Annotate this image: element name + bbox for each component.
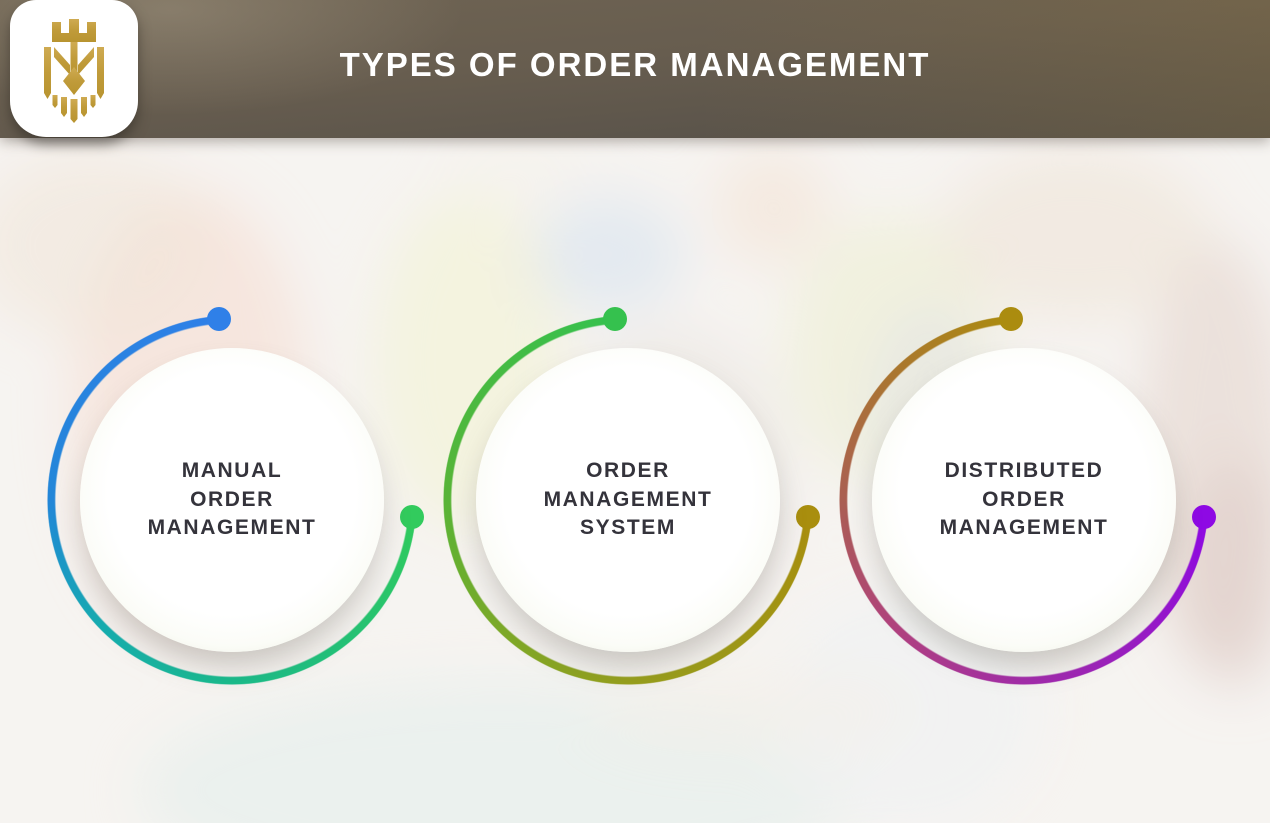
brand-badge: [10, 0, 138, 137]
ring-start-dot: [603, 307, 627, 331]
photo-blob: [940, 150, 1210, 320]
ring-start-dot: [999, 307, 1023, 331]
card-disc: MANUAL ORDER MANAGEMENT: [80, 348, 384, 652]
card-label: MANUAL ORDER MANAGEMENT: [147, 458, 317, 540]
ring-end-dot: [1192, 505, 1216, 529]
card-label: DISTRIBUTED ORDER MANAGEMENT: [939, 458, 1109, 540]
om-card-manual: MANUAL ORDER MANAGEMENT: [47, 307, 424, 685]
ring-end-dot: [796, 505, 820, 529]
photo-blob: [715, 150, 830, 265]
om-card-distributed: DISTRIBUTED ORDER MANAGEMENT: [839, 307, 1216, 685]
header-bar: TYPES OF ORDER MANAGEMENT: [0, 0, 1270, 138]
card-disc: DISTRIBUTED ORDER MANAGEMENT: [872, 348, 1176, 652]
page-title: TYPES OF ORDER MANAGEMENT: [339, 46, 931, 83]
ring-start-dot: [207, 307, 231, 331]
photo-blob: [0, 150, 210, 340]
photo-blob: [535, 195, 685, 315]
card-label: ORDER MANAGEMENT SYSTEM: [543, 458, 713, 540]
logo-emblem-icon: [44, 18, 104, 123]
ring-end-dot: [400, 505, 424, 529]
card-disc: ORDER MANAGEMENT SYSTEM: [476, 348, 780, 652]
om-card-oms: ORDER MANAGEMENT SYSTEM: [443, 307, 820, 685]
